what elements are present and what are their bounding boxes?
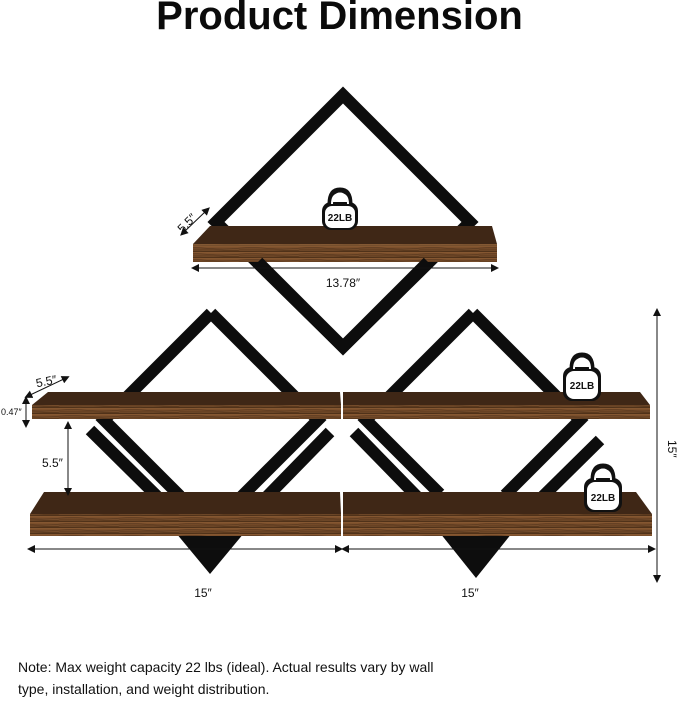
weight-icon: 22LB xyxy=(322,187,358,230)
weight-icon: 22LB xyxy=(563,352,601,401)
bottom-shelf-right xyxy=(343,492,652,536)
left-width-dimension: 15″ xyxy=(27,545,343,600)
middle-depth-dimension: 5.5″ xyxy=(24,372,70,398)
thickness-label: 0.47″ xyxy=(1,407,23,417)
top-width-dimension: 13.78″ xyxy=(191,264,499,290)
top-shelf xyxy=(193,226,497,262)
right-width-dimension: 15″ xyxy=(341,545,656,600)
weight-icon: 22LB xyxy=(584,463,622,512)
thickness-dimension: 0.47″ xyxy=(1,396,30,428)
top-depth-label: 5.5″ xyxy=(175,210,200,235)
page-title: Product Dimension xyxy=(156,0,523,38)
top-depth-dimension: 5.5″ xyxy=(175,207,210,236)
height-dimension: 15″ xyxy=(653,308,679,583)
capacity-note: Note: Max weight capacity 22 lbs (ideal)… xyxy=(18,659,434,697)
left-width-label: 15″ xyxy=(194,586,212,600)
right-width-label: 15″ xyxy=(461,586,479,600)
right-diamond-frame xyxy=(349,308,605,578)
middle-shelf-left xyxy=(32,392,341,419)
bottom-shelf-left xyxy=(30,492,341,536)
weight-label: 22LB xyxy=(591,493,615,504)
gap-label: 5.5″ xyxy=(42,456,64,470)
height-label: 15″ xyxy=(665,440,679,458)
weight-label: 22LB xyxy=(328,213,352,224)
gap-dimension: 5.5″ xyxy=(42,421,72,496)
middle-depth-label: 5.5″ xyxy=(35,372,59,390)
weight-label: 22LB xyxy=(570,381,594,392)
top-width-label: 13.78″ xyxy=(326,276,361,290)
middle-shelf-right xyxy=(343,392,650,419)
